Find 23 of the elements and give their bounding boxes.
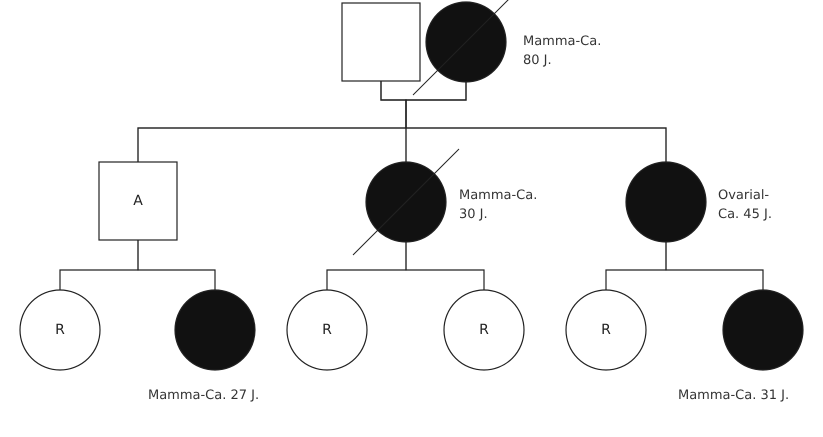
symbol-letter: A [133, 193, 143, 209]
male-symbol [341, 2, 421, 82]
female-symbol [19, 289, 101, 371]
symbol-letter: R [322, 322, 332, 338]
pedigree-line [665, 242, 764, 290]
female-symbol [443, 289, 525, 371]
symbol-letter: R [479, 322, 489, 338]
affected-female-symbol [722, 289, 804, 371]
affected-female-symbol [625, 161, 707, 243]
diagnosis-note: Mamma-Ca. 30 J. [459, 187, 538, 224]
female-symbol [286, 289, 368, 371]
affected-female-symbol [352, 148, 460, 256]
diagnosis-note: Mamma-Ca. 80 J. [523, 33, 602, 70]
diagnosis-note: Mamma-Ca. 27 J. [148, 387, 260, 405]
symbol-letter: R [55, 322, 65, 338]
diagnosis-note: Mamma-Ca. 31 J. [678, 387, 790, 405]
pedigree-line [137, 240, 216, 290]
symbol-letter: R [601, 322, 611, 338]
diagnosis-note: Ovarial-Ca. 45 J. [718, 187, 773, 224]
pedigree-line [405, 242, 485, 290]
female-symbol [565, 289, 647, 371]
male-symbol [98, 161, 178, 241]
affected-female-symbol [174, 289, 256, 371]
